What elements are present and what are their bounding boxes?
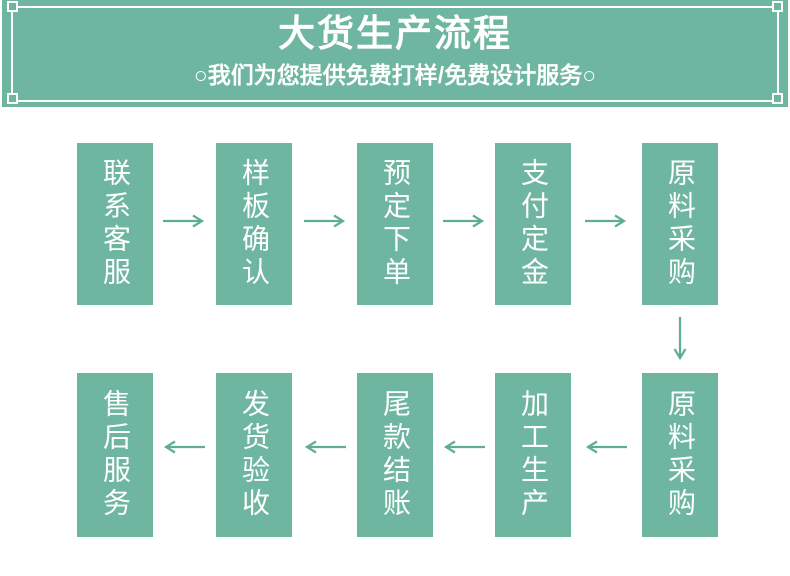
arrow-left-icon xyxy=(584,439,628,455)
arrow-right-icon xyxy=(442,213,486,229)
arrow-right-icon xyxy=(584,213,628,229)
corner-ornament-top-right xyxy=(772,1,783,12)
step-label: 加工生产 xyxy=(518,389,549,521)
step-label: 预定下单 xyxy=(380,158,411,290)
step-label: 原料采购 xyxy=(665,158,696,290)
step-reserve-order: 预定下单 xyxy=(357,143,433,305)
step-material-purchase: 原料采购 xyxy=(642,143,718,305)
corner-ornament-top-left xyxy=(7,1,18,12)
step-sample-confirm: 样板确认 xyxy=(216,143,292,305)
banner-subtitle: ○我们为您提供免费打样/免费设计服务○ xyxy=(193,62,597,88)
step-final-payment: 尾款结账 xyxy=(357,373,433,537)
step-label: 联系客服 xyxy=(100,158,131,290)
step-label: 尾款结账 xyxy=(380,389,411,521)
arrow-left-icon xyxy=(442,439,486,455)
step-after-sales-service: 售后服务 xyxy=(77,373,153,537)
step-label: 发货验收 xyxy=(239,389,270,521)
step-ship-and-inspect: 发货验收 xyxy=(216,373,292,537)
step-processing-production: 加工生产 xyxy=(495,373,571,537)
corner-ornament-bottom-left xyxy=(7,93,18,104)
arrow-right-icon xyxy=(303,213,347,229)
step-label: 样板确认 xyxy=(239,158,270,290)
step-pay-deposit: 支付定金 xyxy=(495,143,571,305)
banner-title: 大货生产流程 xyxy=(278,13,512,54)
step-material-purchase-2: 原料采购 xyxy=(642,373,718,537)
arrow-down-icon xyxy=(672,316,688,362)
arrow-right-icon xyxy=(162,213,206,229)
step-contact-service: 联系客服 xyxy=(77,143,153,305)
step-label: 售后服务 xyxy=(100,389,131,521)
step-label: 支付定金 xyxy=(518,158,549,290)
arrow-left-icon xyxy=(303,439,347,455)
corner-ornament-bottom-right xyxy=(772,93,783,104)
arrow-left-icon xyxy=(162,439,206,455)
banner: 大货生产流程 ○我们为您提供免费打样/免费设计服务○ xyxy=(2,0,788,107)
banner-frame-border xyxy=(11,6,779,102)
step-label: 原料采购 xyxy=(665,389,696,521)
